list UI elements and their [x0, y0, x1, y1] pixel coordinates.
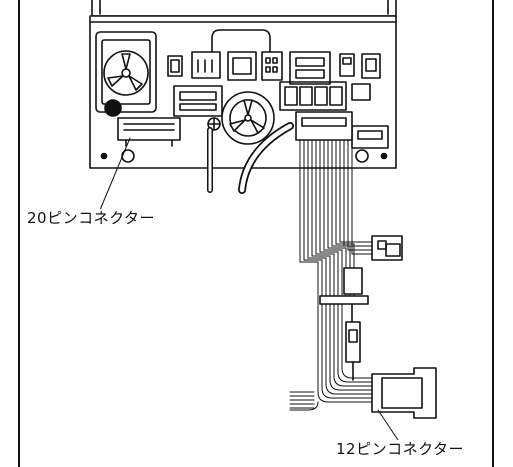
middle-components	[173, 81, 371, 145]
harness-connector	[295, 111, 353, 141]
leader-line-12pin	[377, 409, 399, 441]
antenna-cables	[207, 122, 294, 194]
wire-bundle	[299, 139, 373, 403]
connector-20pin	[117, 117, 181, 147]
side-connector	[371, 235, 403, 261]
left-fan	[95, 31, 157, 117]
callout-20pin-connector: 20ピンコネクター	[27, 209, 155, 227]
top-connectors	[167, 29, 381, 85]
callout-12pin-connector: 12ピンコネクター	[336, 440, 464, 458]
leader-line-20pin	[99, 137, 131, 211]
inline-fuse	[319, 267, 369, 381]
frame-border	[18, 0, 494, 467]
lower-wires	[289, 391, 319, 411]
connector-12pin	[371, 367, 437, 419]
head-unit-top	[91, 0, 397, 17]
ground-screw	[207, 117, 221, 131]
